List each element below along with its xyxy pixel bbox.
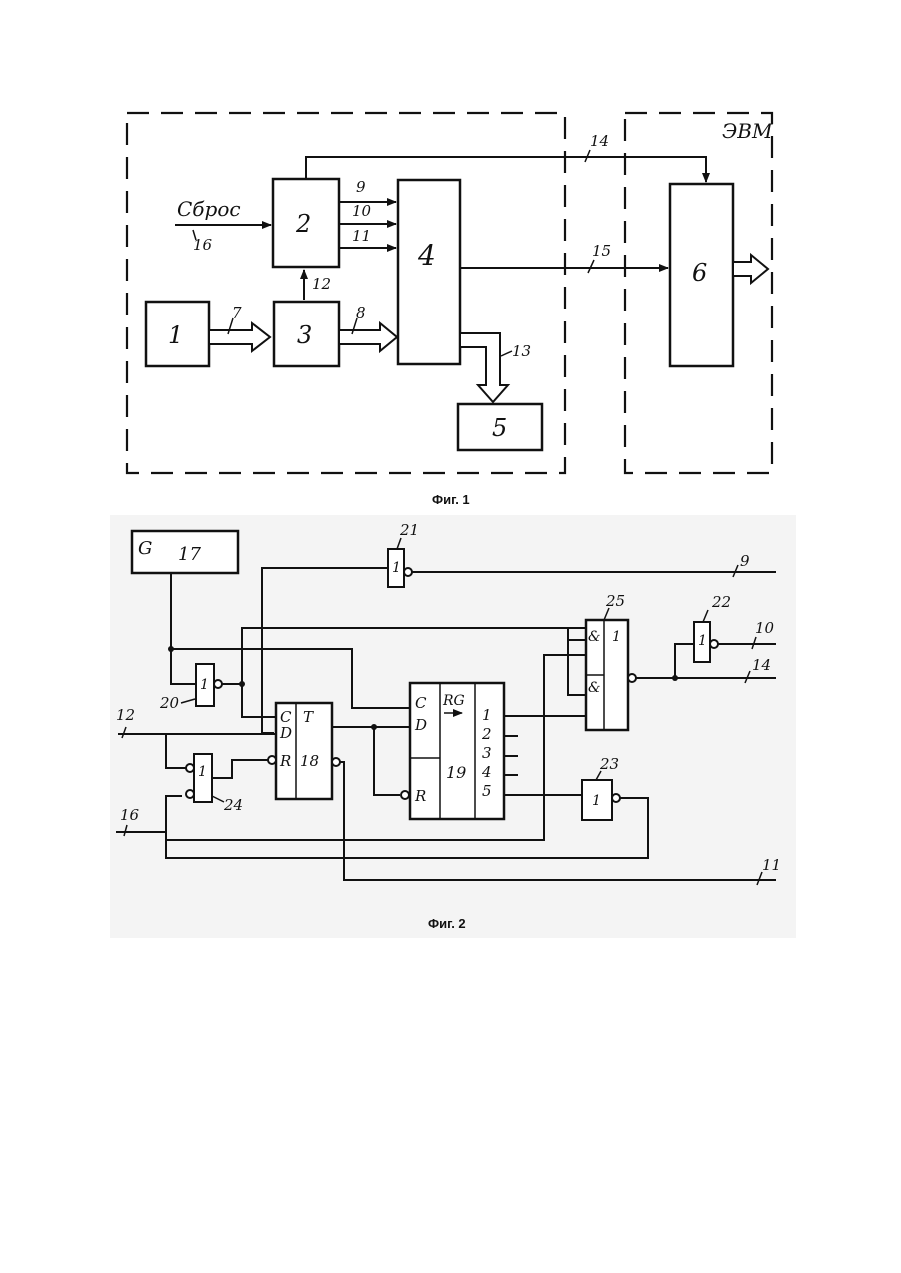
bus-7-arrow bbox=[209, 323, 270, 351]
fig2-line-11-label: 11 bbox=[762, 856, 781, 874]
bus-8-arrow bbox=[339, 323, 397, 351]
line-13-label: 13 bbox=[512, 342, 531, 360]
line-14-label: 14 bbox=[590, 132, 609, 150]
register-d: D bbox=[414, 716, 427, 734]
gate-25-and-1: & bbox=[588, 629, 600, 645]
fig2-line-16-label: 16 bbox=[120, 806, 140, 824]
register-rg: RG bbox=[442, 693, 465, 709]
line-7-label: 7 bbox=[232, 304, 242, 322]
figure-2: G 17 1 21 9 1 22 10 & & 1 25 bbox=[110, 515, 796, 938]
register-out-2: 2 bbox=[481, 725, 492, 743]
gate-22-symbol: 1 bbox=[698, 633, 707, 649]
line-8-label: 8 bbox=[356, 304, 366, 322]
block-18-label: 18 bbox=[300, 752, 319, 770]
trigger-t: T bbox=[303, 708, 314, 726]
register-out-4: 4 bbox=[481, 763, 492, 781]
line-11-label: 11 bbox=[352, 227, 371, 245]
block-5-label: 5 bbox=[492, 414, 507, 442]
figure-2-caption: Фиг. 2 bbox=[428, 916, 466, 931]
gate-25-label: 25 bbox=[605, 592, 625, 610]
register-r: R bbox=[414, 787, 426, 805]
gate-25-or: 1 bbox=[612, 629, 621, 645]
gate-25-and-2: & bbox=[588, 680, 600, 696]
line-10-label: 10 bbox=[352, 202, 372, 220]
gate-21-label: 21 bbox=[399, 521, 419, 539]
output-bus-arrow bbox=[733, 255, 768, 283]
block-4-label: 4 bbox=[417, 239, 436, 272]
figure-1-caption: Фиг. 1 bbox=[432, 492, 470, 507]
gate-23-symbol: 1 bbox=[592, 793, 601, 809]
block-17-label: 17 bbox=[178, 544, 201, 565]
fig2-line-9-label: 9 bbox=[740, 552, 750, 570]
register-out-3: 3 bbox=[482, 744, 492, 762]
gate-24-symbol: 1 bbox=[198, 764, 207, 780]
generator-symbol: G bbox=[138, 538, 152, 559]
block-4 bbox=[398, 180, 460, 364]
block-19-label: 19 bbox=[446, 763, 466, 782]
trigger-r: R bbox=[279, 752, 291, 770]
bus-13-arrow bbox=[460, 333, 508, 402]
line-9-label: 9 bbox=[356, 178, 366, 196]
gate-22-label: 22 bbox=[711, 593, 731, 611]
fig2-line-12-label: 12 bbox=[116, 706, 135, 724]
gate-21-symbol: 1 bbox=[392, 560, 401, 576]
register-c: C bbox=[415, 694, 427, 712]
register-out-1: 1 bbox=[482, 706, 492, 724]
block-1-label: 1 bbox=[168, 321, 183, 349]
block-3-label: 3 bbox=[297, 321, 312, 349]
reset-label: Сброс bbox=[177, 197, 241, 221]
line-12-label: 12 bbox=[312, 275, 331, 293]
gate-24-label: 24 bbox=[223, 796, 243, 814]
block-2-label: 2 bbox=[295, 210, 311, 238]
trigger-d: D bbox=[279, 724, 292, 742]
fig2-line-14-label: 14 bbox=[752, 656, 771, 674]
register-out-5: 5 bbox=[482, 782, 492, 800]
line-15-label: 15 bbox=[592, 242, 611, 260]
fig2-line-10-label: 10 bbox=[755, 619, 775, 637]
gate-20-symbol: 1 bbox=[200, 677, 209, 693]
block-6-label: 6 bbox=[692, 259, 707, 287]
gate-20-label: 20 bbox=[159, 694, 180, 712]
figure-1: ЭВМ 2 4 1 3 5 6 Сброс 16 14 9 10 bbox=[127, 113, 773, 507]
line-16-label: 16 bbox=[193, 236, 213, 254]
evm-label: ЭВМ bbox=[722, 119, 773, 143]
gate-23-label: 23 bbox=[599, 755, 619, 773]
